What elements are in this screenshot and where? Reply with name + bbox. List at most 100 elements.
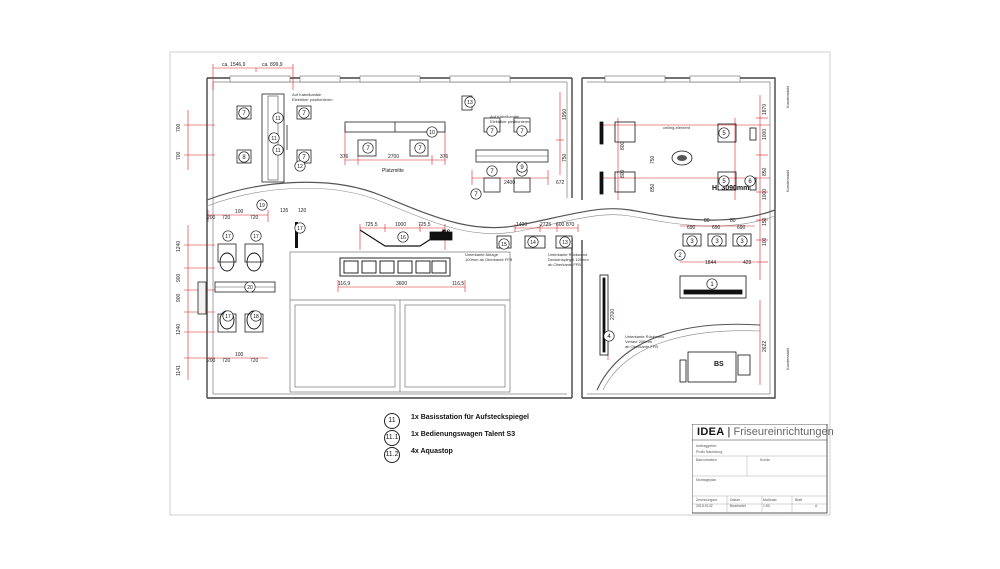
item-marker-circle xyxy=(244,281,256,293)
dim-text: 850 xyxy=(650,183,656,192)
item-marker-circle xyxy=(294,222,306,234)
item-marker-label: 7 xyxy=(520,129,524,135)
dim-text: 800 xyxy=(620,141,626,150)
item-marker-label: 3 xyxy=(690,239,694,245)
height-note: H: 3090mm xyxy=(712,185,749,192)
brand-name: IDEA xyxy=(697,426,725,438)
dim-text: 3600 xyxy=(396,281,407,287)
item-marker-circle xyxy=(706,278,718,290)
item-marker-label: 11 xyxy=(275,116,280,122)
item-marker-label: 5 xyxy=(722,131,726,137)
note-text: Unterkante Ablage xyxy=(465,252,499,257)
item-marker-label: 19 xyxy=(259,203,265,209)
dim-text: 1000 xyxy=(762,189,768,200)
dim-text: 100 xyxy=(762,237,768,246)
legend-marker: 11.1 xyxy=(384,430,400,446)
item-marker-circle xyxy=(362,142,374,154)
dim-text: 1240 xyxy=(176,324,182,335)
tb-field: Montageplan xyxy=(696,478,717,482)
item-marker-label: 7 xyxy=(418,146,422,152)
note-text: ab Oberkante FFB xyxy=(548,262,581,267)
item-marker-label: 17 xyxy=(253,234,259,240)
dim-text: 80 xyxy=(704,218,710,224)
item-marker-circle xyxy=(268,132,280,144)
item-marker-circle xyxy=(711,235,723,247)
walls-right xyxy=(581,77,776,399)
dim-text: 2400 xyxy=(504,180,515,186)
tb-field: Auftraggeber: xyxy=(696,444,718,448)
item-marker-label: 17 xyxy=(297,226,303,232)
dim-text: 376 xyxy=(340,154,349,160)
dim-text: 2725 xyxy=(540,222,551,228)
dim-text: 672 xyxy=(556,180,565,186)
note-text: ab Oberkante FFB xyxy=(625,344,658,349)
title-block xyxy=(692,424,828,514)
tb-field: Blatt xyxy=(795,498,803,502)
dim-text: 429 xyxy=(743,260,752,266)
dim-text: Platzmitte xyxy=(382,168,404,174)
panel-16 xyxy=(295,222,298,248)
item-marker-label: 17 xyxy=(225,234,231,240)
item-marker-label: 9 xyxy=(520,165,524,171)
item-marker-circle xyxy=(603,330,615,342)
tb-field: Bearbeitet xyxy=(730,504,746,508)
item-marker-circle xyxy=(686,235,698,247)
dim-text: 900 xyxy=(176,293,182,302)
note-text: Auf Kabelkanäle xyxy=(490,114,520,119)
item-marker-label: 6 xyxy=(748,179,752,185)
dim-text: 116,5 xyxy=(452,281,464,287)
item-marker-label: 18 xyxy=(253,314,259,320)
dim-text: 100 xyxy=(235,352,244,358)
dim-text: ca. 1546,9 xyxy=(222,62,246,68)
item-marker-circle xyxy=(238,151,250,163)
item-marker-circle xyxy=(486,165,498,177)
item-marker-circle xyxy=(272,112,284,124)
dim-text: 850 xyxy=(762,167,768,176)
dim-text: 135 xyxy=(280,208,289,214)
item-marker-circle xyxy=(397,231,409,243)
item-marker-label: 17 xyxy=(225,314,231,320)
tb-field: Bauvorhaben xyxy=(696,458,717,462)
item-marker-circle xyxy=(718,175,730,187)
legend-text: 1x Bedienungswagen Talent S3 xyxy=(411,431,516,438)
item-marker-circle xyxy=(250,310,262,322)
item-marker-circle xyxy=(527,236,539,248)
note-text: Unterkante Rückwand xyxy=(548,252,587,257)
dim-text: 750 xyxy=(650,155,656,164)
dim-text: 1240 xyxy=(176,241,182,252)
dim-text: 120 xyxy=(298,208,307,214)
cabinet-row-20 xyxy=(339,257,451,277)
dim-text: 700 xyxy=(176,151,182,160)
dim-text: 100 xyxy=(235,209,244,215)
table-8 xyxy=(461,95,549,193)
tb-field: 2015-0142 xyxy=(696,504,713,508)
note-text: ceiling-element xyxy=(663,125,691,130)
item-markers: 1233345567777777777778910111111121313141… xyxy=(222,96,756,342)
item-marker-label: 7 xyxy=(474,192,478,198)
item-marker-label: 16 xyxy=(400,235,406,241)
item-marker-label: 13 xyxy=(467,100,473,106)
dim-text: 720 xyxy=(250,358,259,364)
brand-subtitle: Friseureinrichtungen xyxy=(733,426,834,438)
item-marker-circle xyxy=(559,236,571,248)
item-marker-circle xyxy=(222,230,234,242)
item-marker-circle xyxy=(256,199,268,211)
item-marker-label: 7 xyxy=(302,111,306,117)
dim-text: 690 xyxy=(737,225,746,231)
dim-text: 725,5 xyxy=(365,222,378,228)
dim-text: 900 xyxy=(176,273,182,282)
item-marker-label: 7 xyxy=(302,155,306,161)
windows-top xyxy=(229,75,741,83)
legend-marker: 11 xyxy=(384,413,400,429)
tb-field: Zeichnungsnr. xyxy=(696,498,718,502)
item-marker-circle xyxy=(464,96,476,108)
item-marker-label: 1 xyxy=(710,282,714,288)
tb-field: 1:50 xyxy=(763,504,770,508)
note-text: Verlauf 200mm xyxy=(625,339,653,344)
item-marker-circle xyxy=(718,127,730,139)
dim-text: 1000 xyxy=(395,222,406,228)
right-room-stations xyxy=(599,121,757,383)
dim-text: 720 xyxy=(250,215,259,221)
item-marker-circle xyxy=(744,175,756,187)
